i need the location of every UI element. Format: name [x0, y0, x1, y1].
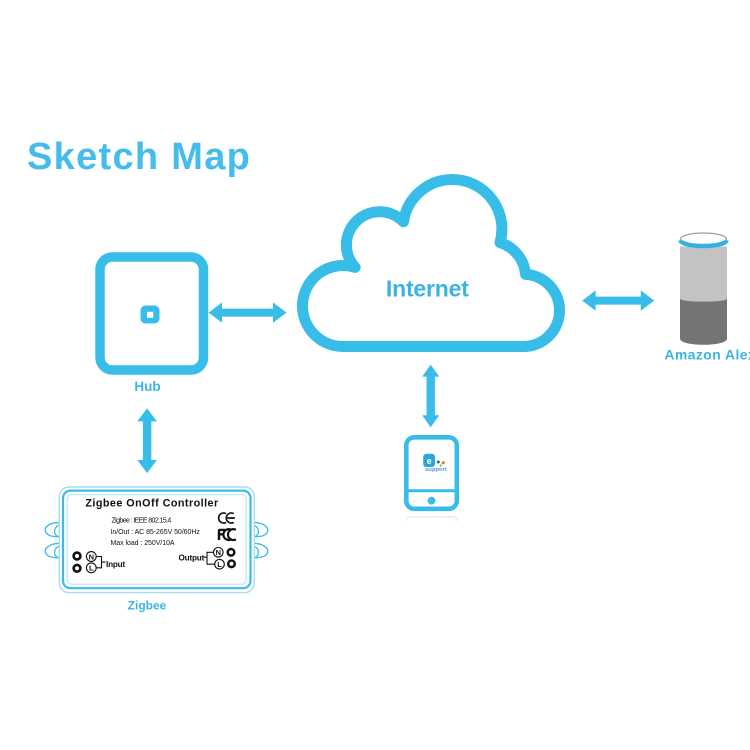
svg-text:e: e — [427, 456, 432, 466]
svg-text:Output: Output — [179, 553, 205, 562]
svg-text:Zigbee : IEEE 802.15.4: Zigbee : IEEE 802.15.4 — [112, 517, 172, 524]
svg-text:In/Out : AC 85-265V 50/60Hz: In/Out : AC 85-265V 50/60Hz — [111, 529, 201, 536]
svg-text:Internet: Internet — [386, 276, 469, 302]
svg-text:Amazon Alexa: Amazon Alexa — [665, 348, 750, 363]
svg-text:support: support — [425, 467, 447, 473]
svg-text:Max load : 250V/10A: Max load : 250V/10A — [111, 540, 175, 547]
svg-text:N: N — [216, 548, 221, 557]
svg-text:L: L — [89, 564, 94, 573]
svg-text:Zigbee: Zigbee — [128, 599, 167, 613]
svg-text:Zigbee OnOff Controller: Zigbee OnOff Controller — [85, 498, 219, 510]
svg-text:N: N — [89, 552, 94, 561]
svg-text:Sketch Map: Sketch Map — [27, 136, 251, 178]
svg-text:Hub: Hub — [134, 379, 160, 394]
svg-text:Input: Input — [106, 560, 125, 569]
svg-text:L: L — [217, 560, 222, 569]
